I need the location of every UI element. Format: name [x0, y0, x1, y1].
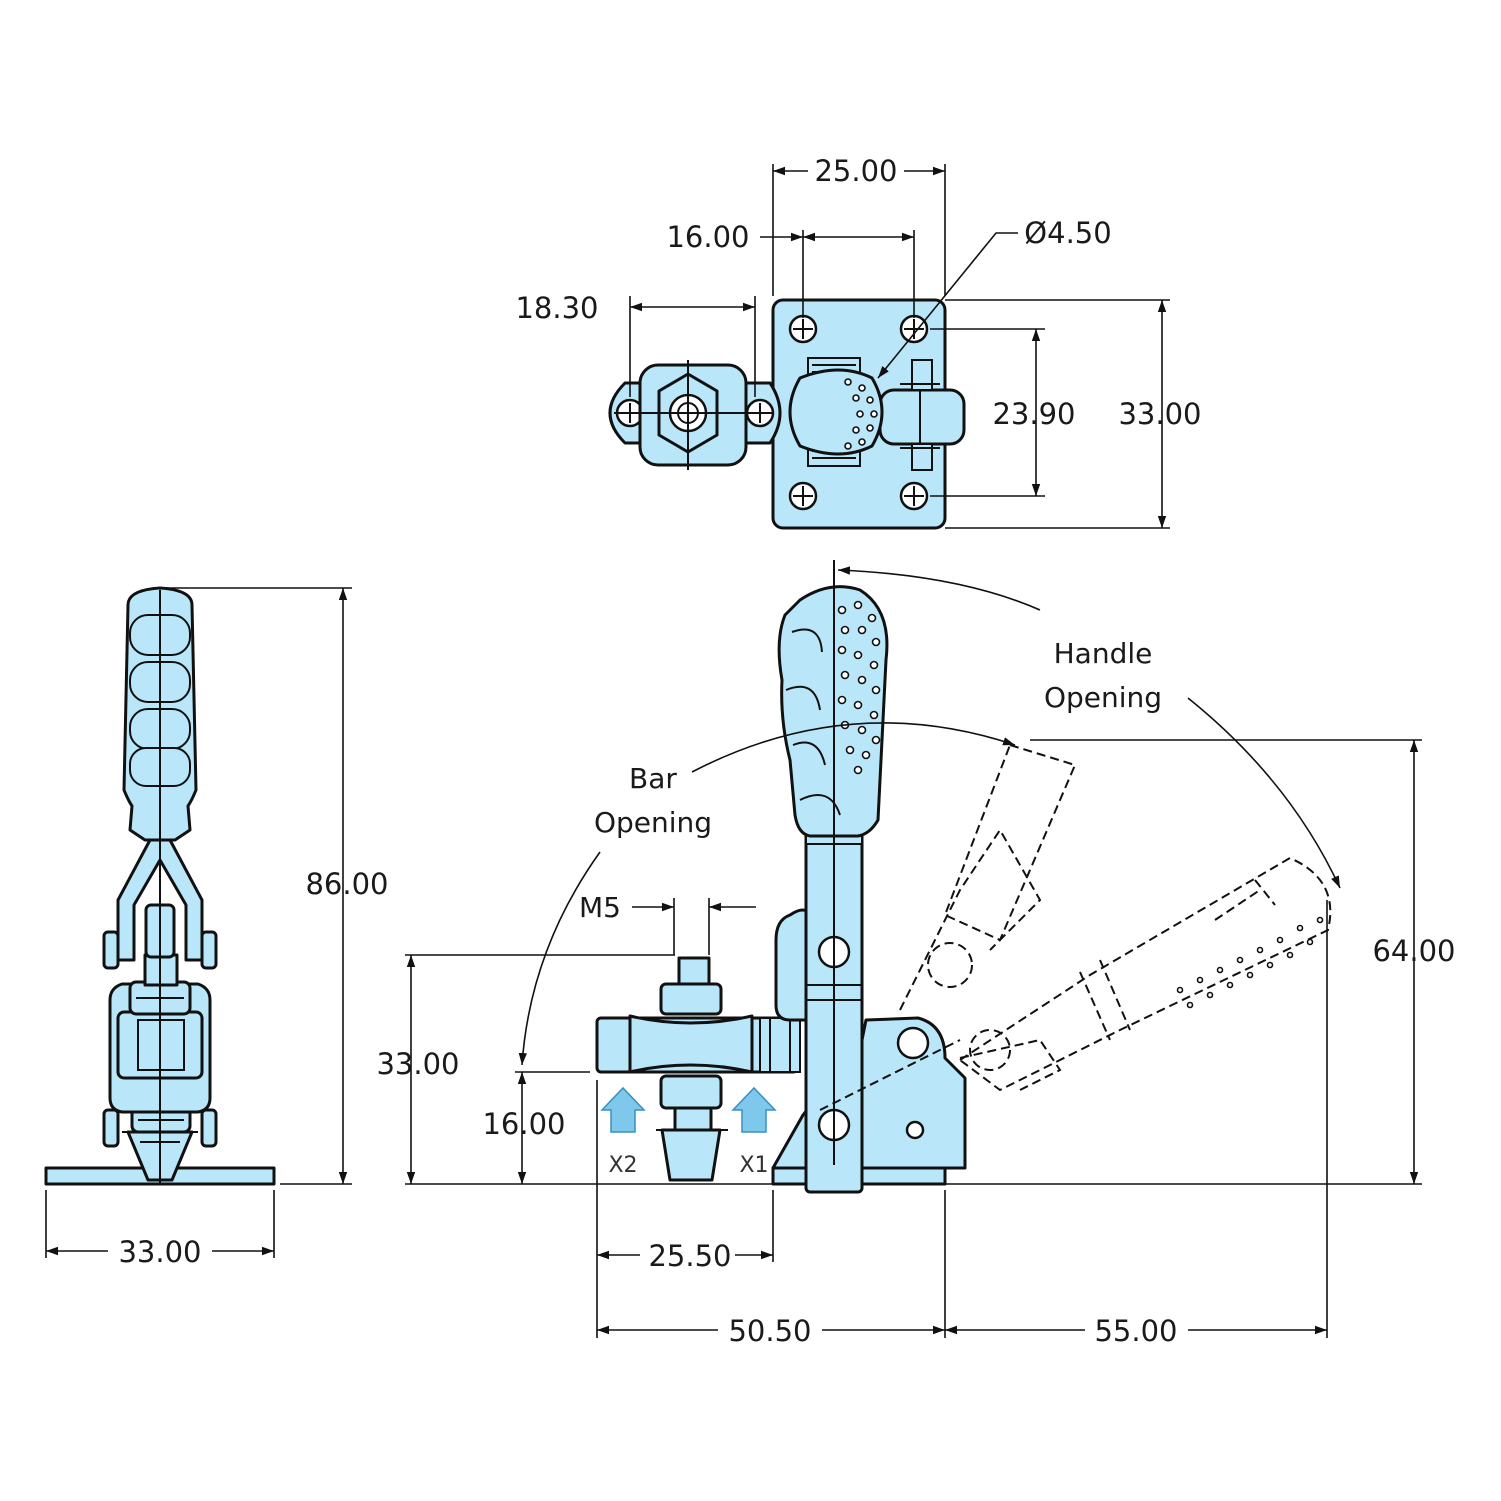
open-handle-phantom	[899, 743, 1332, 1092]
open-handle-dots	[1176, 916, 1324, 1009]
dim-top-spindle: 18.30	[515, 291, 598, 325]
label-handle-opening-1: Handle	[1054, 637, 1153, 670]
dim-end-base-width: 33.00	[118, 1235, 201, 1269]
arrow-up-icon	[600, 1086, 646, 1133]
arrow-up-icon	[731, 1086, 777, 1133]
dim-end-height: 86.00	[305, 867, 388, 901]
label-handle-opening-2: Opening	[1044, 681, 1162, 714]
grip-dots	[837, 600, 881, 775]
dim-side-total-reach: 50.50	[728, 1314, 811, 1348]
label-bar-opening-1: Bar	[629, 762, 677, 795]
side-view: Handle Opening Bar Opening M5 33.00 16.0…	[376, 560, 1456, 1348]
label-bar-opening-2: Opening	[594, 806, 712, 839]
dim-top-hole-spacing: 16.00	[666, 220, 749, 254]
dim-side-handle-height: 64.00	[1372, 934, 1455, 968]
dim-side-spindle-height: 33.00	[376, 1047, 459, 1081]
dim-top-hole-pitch: 23.90	[992, 397, 1075, 431]
label-thread-m5: M5	[579, 891, 621, 924]
dim-side-bar-height: 16.00	[482, 1107, 565, 1141]
dim-side-handle-reach: 55.00	[1094, 1314, 1177, 1348]
dim-side-spindle-offset: 25.50	[648, 1239, 731, 1273]
label-x1: X1	[739, 1153, 768, 1178]
end-view: 86.00 33.00	[44, 586, 389, 1269]
label-x2: X2	[608, 1153, 637, 1178]
dim-top-width: 25.00	[814, 154, 897, 188]
top-view: 25.00 16.00 Ø4.50 18.30 23.90 33.00	[515, 154, 1202, 530]
dim-top-hole-dia: Ø4.50	[1024, 216, 1111, 250]
dim-top-height: 33.00	[1118, 397, 1201, 431]
